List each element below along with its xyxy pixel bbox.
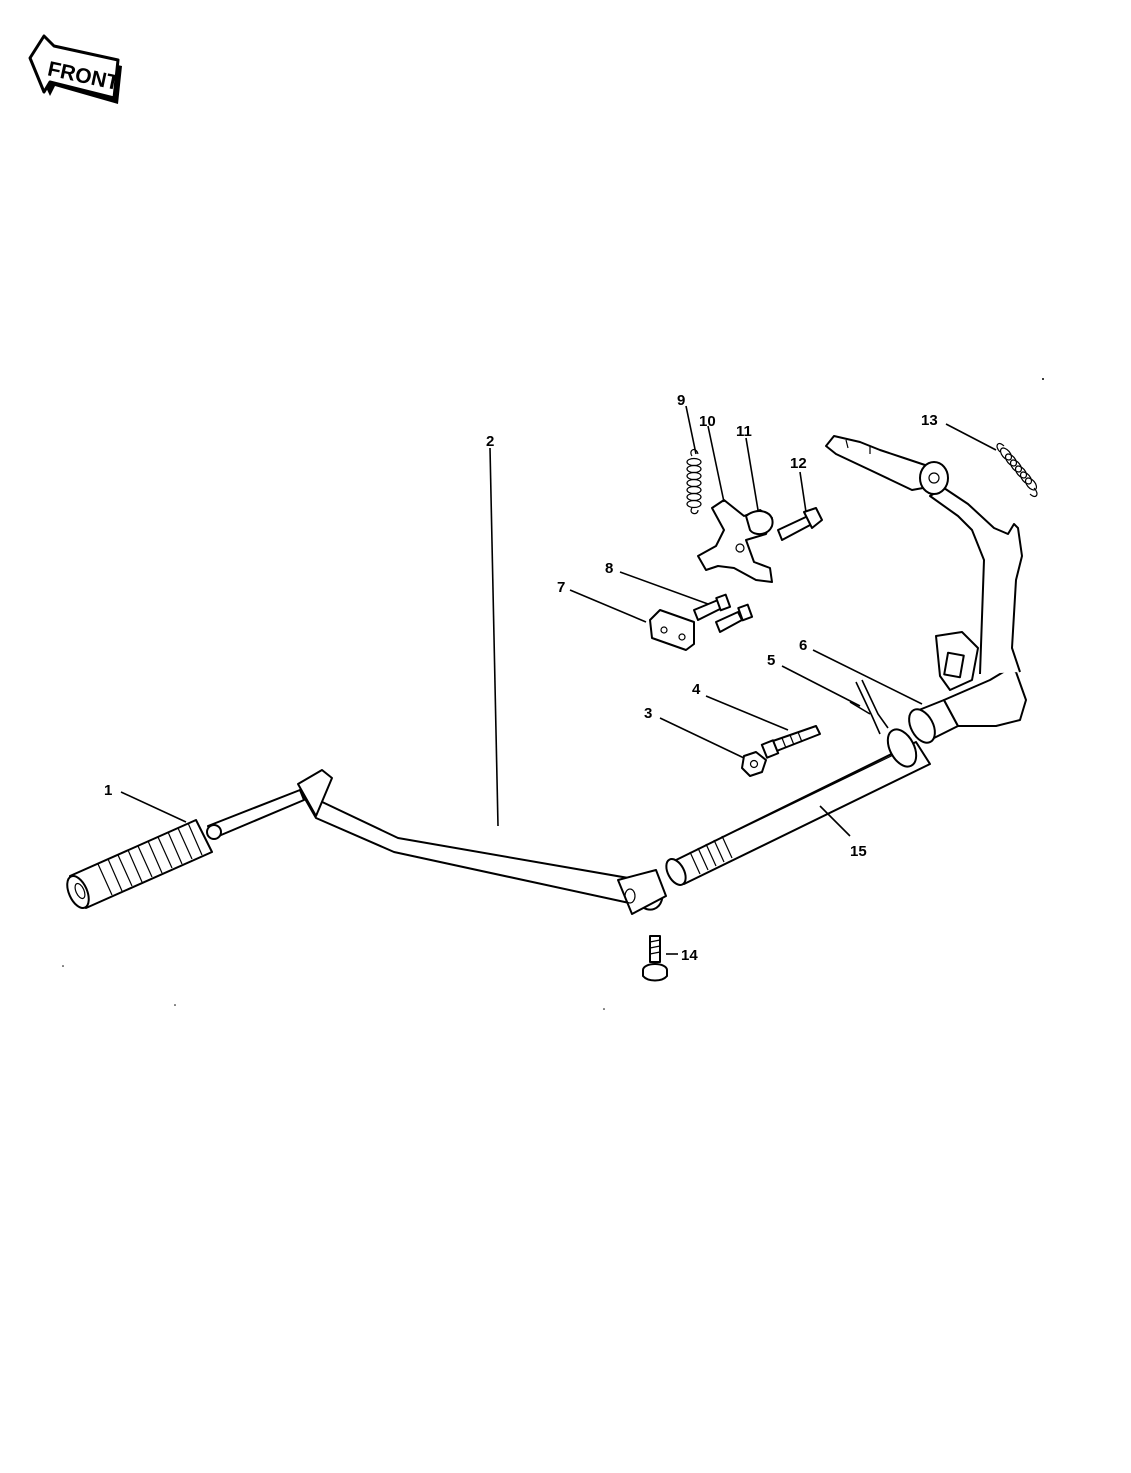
plate-bolts: [693, 593, 754, 633]
callout-15: 15: [850, 843, 867, 860]
callout-8: 8: [605, 560, 613, 577]
callout-6: 6: [799, 637, 807, 654]
small-spring: [686, 448, 702, 515]
footrest-rubber: [66, 789, 305, 909]
callout-2: 2: [486, 433, 494, 450]
nut: [741, 751, 767, 777]
callout-13: 13: [921, 412, 938, 429]
callout-5: 5: [767, 652, 775, 669]
front-arrow-icon: FRONT: [28, 34, 122, 104]
shift-pedal-arm: [297, 769, 667, 915]
shift-arm-bracket: [825, 435, 1027, 727]
callout-1: 1: [104, 782, 112, 799]
callout-9: 9: [677, 392, 685, 409]
long-bolt: [760, 725, 821, 759]
stopper-plates: [697, 499, 774, 583]
callout-14: 14: [681, 947, 698, 964]
callout-11: 11: [736, 423, 752, 440]
shaft-collar: [908, 699, 959, 744]
callout-12: 12: [790, 455, 807, 472]
callout-3: 3: [644, 705, 652, 722]
return-spring: [996, 442, 1038, 498]
guide-plate: [649, 609, 695, 651]
spring-clip: [849, 679, 889, 735]
pinch-bolt: [642, 935, 668, 982]
print-specks: [62, 378, 1044, 1010]
callout-10: 10: [699, 413, 716, 430]
callout-4: 4: [692, 681, 701, 698]
pivot-bolt: [777, 507, 823, 541]
shift-shaft: [665, 728, 931, 886]
leader-lines: [120, 405, 997, 955]
callout-labels: 1 2 3 4 5 6 7 8 9 10 11 12 13 14 15: [104, 392, 938, 964]
callout-7: 7: [557, 579, 565, 596]
